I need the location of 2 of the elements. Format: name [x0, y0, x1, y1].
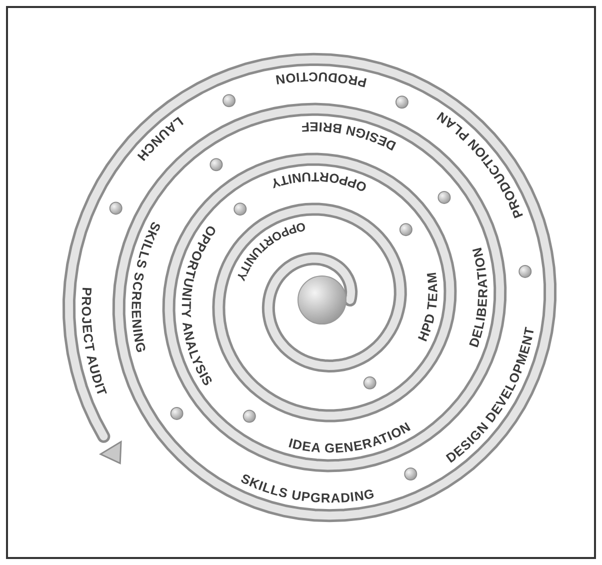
stage-label: OPPORTUNITY	[268, 169, 369, 196]
stage-label: PRODUCTION	[274, 69, 368, 90]
